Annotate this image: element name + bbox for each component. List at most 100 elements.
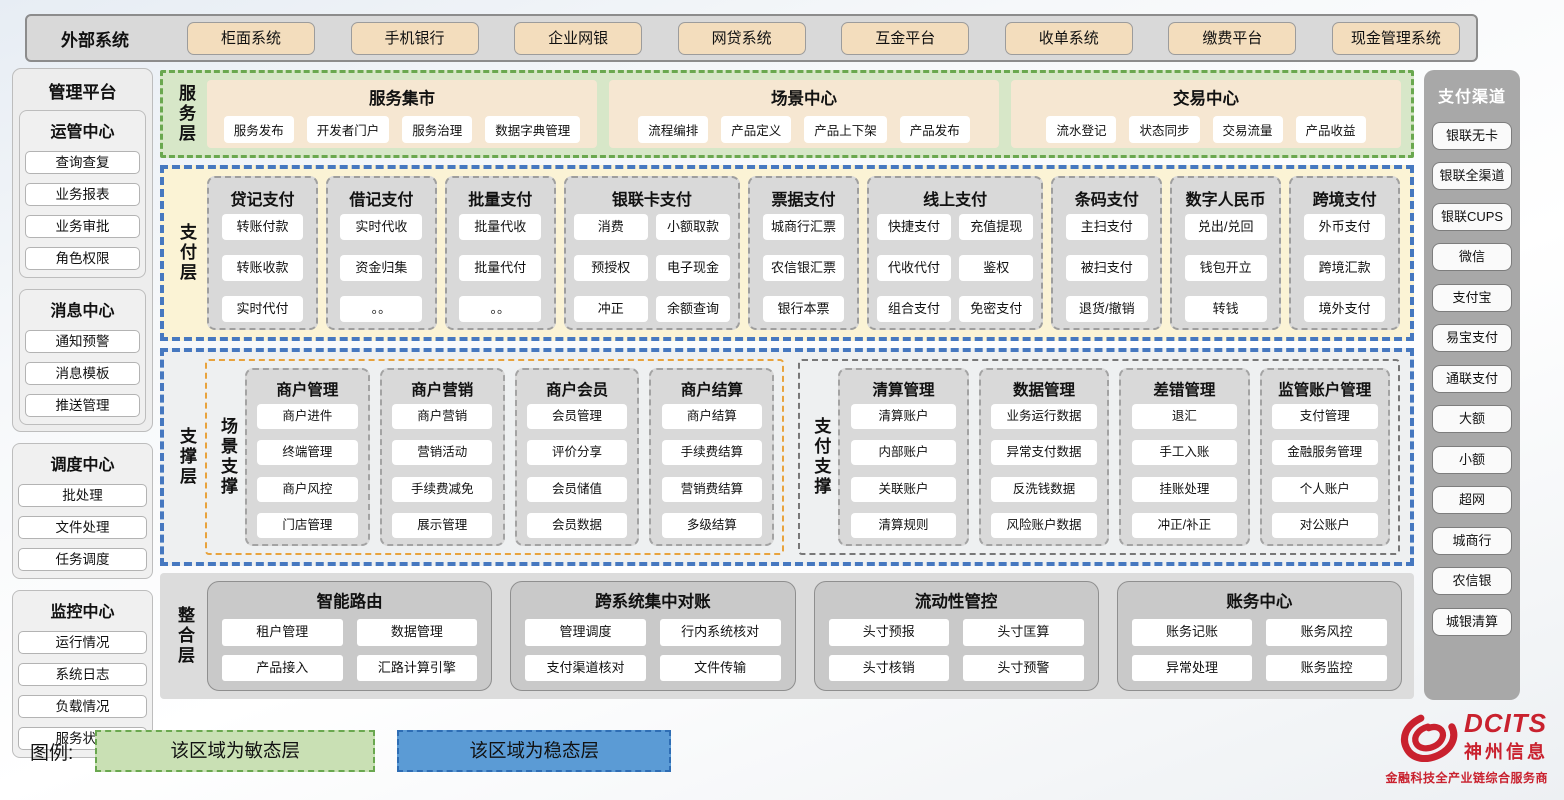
payment-channel-button[interactable]: 城商行 (1432, 526, 1512, 555)
payment-item[interactable]: 组合支付 (876, 296, 952, 322)
integration-item[interactable]: 数据管理 (356, 619, 478, 646)
payment-item[interactable]: 鉴权 (959, 255, 1034, 281)
support-item[interactable]: 展示管理 (392, 512, 493, 538)
support-item[interactable]: 手续费减免 (392, 476, 493, 502)
external-system-button[interactable]: 现金管理系统 (1331, 21, 1460, 55)
payment-item[interactable]: 兑出/兑回 (1184, 214, 1267, 240)
integration-item[interactable]: 头寸核销 (828, 654, 950, 681)
support-item[interactable]: 清算账户 (850, 404, 957, 429)
support-item[interactable]: 风险账户数据 (991, 512, 1097, 538)
service-item[interactable]: 产品发布 (899, 116, 970, 143)
integration-item[interactable]: 管理调度 (525, 619, 646, 646)
payment-channel-button[interactable]: 微信 (1432, 243, 1512, 271)
payment-item[interactable]: 外币支付 (1303, 214, 1386, 240)
service-item[interactable]: 流水登记 (1046, 116, 1117, 143)
external-system-button[interactable]: 网贷系统 (677, 21, 806, 55)
payment-item[interactable]: 批量代付 (459, 255, 542, 281)
integration-item[interactable]: 汇路计算引擎 (356, 654, 478, 681)
payment-item[interactable]: 实时代收 (340, 214, 423, 240)
integration-item[interactable]: 账务监控 (1266, 654, 1387, 681)
integration-item[interactable]: 头寸预报 (828, 619, 950, 646)
external-system-button[interactable]: 柜面系统 (187, 21, 315, 55)
sidebar-item[interactable]: 业务报表 (25, 183, 140, 206)
integration-item[interactable]: 异常处理 (1131, 654, 1253, 681)
sidebar-item[interactable]: 推送管理 (25, 394, 140, 417)
support-item[interactable]: 关联账户 (850, 476, 957, 502)
support-item[interactable]: 门店管理 (257, 512, 358, 538)
payment-item[interactable]: 批量代收 (459, 214, 542, 240)
external-system-button[interactable]: 手机银行 (350, 21, 479, 55)
service-item[interactable]: 交易流量 (1212, 116, 1283, 143)
sidebar-item[interactable]: 查询查复 (25, 151, 140, 174)
sidebar-item[interactable]: 负载情况 (18, 695, 147, 718)
payment-channel-button[interactable]: 支付宝 (1432, 283, 1512, 312)
payment-item[interactable]: 农信银汇票 (762, 255, 845, 281)
service-item[interactable]: 产品定义 (721, 116, 792, 143)
payment-item[interactable]: 被扫支付 (1065, 255, 1148, 281)
integration-item[interactable]: 文件传输 (659, 654, 781, 681)
payment-item[interactable]: 转账付款 (221, 214, 304, 240)
sidebar-item[interactable]: 角色权限 (25, 247, 140, 270)
service-item[interactable]: 产品收益 (1295, 116, 1366, 143)
payment-item[interactable]: 消费 (573, 214, 648, 240)
payment-item[interactable]: 城商行汇票 (762, 214, 845, 240)
service-item[interactable]: 状态同步 (1129, 116, 1200, 143)
payment-item[interactable]: 代收代付 (876, 255, 952, 281)
support-item[interactable]: 会员储值 (526, 476, 628, 502)
payment-item[interactable]: 充值提现 (959, 214, 1034, 240)
integration-item[interactable]: 支付渠道核对 (525, 654, 646, 681)
payment-channel-button[interactable]: 银联CUPS (1432, 202, 1512, 231)
sidebar-item[interactable]: 通知预警 (25, 330, 140, 353)
service-item[interactable]: 服务治理 (402, 116, 473, 143)
support-item[interactable]: 会员数据 (526, 512, 628, 538)
support-item[interactable]: 手工入账 (1131, 440, 1238, 466)
support-item[interactable]: 终端管理 (257, 440, 358, 466)
support-item[interactable]: 商户营销 (392, 404, 493, 429)
payment-item[interactable]: 境外支付 (1303, 296, 1386, 322)
support-item[interactable]: 商户结算 (661, 404, 763, 429)
sidebar-item[interactable]: 系统日志 (18, 663, 147, 686)
payment-item[interactable]: 。。 (459, 296, 542, 322)
payment-item[interactable]: 冲正 (573, 296, 648, 322)
integration-item[interactable]: 产品接入 (222, 654, 343, 681)
payment-item[interactable]: 退货/撤销 (1065, 296, 1148, 322)
service-item[interactable]: 产品上下架 (804, 116, 887, 143)
support-item[interactable]: 商户进件 (257, 404, 358, 429)
payment-item[interactable]: 主扫支付 (1065, 214, 1148, 240)
support-item[interactable]: 退汇 (1131, 404, 1238, 429)
sidebar-item[interactable]: 消息模板 (25, 362, 140, 385)
external-system-button[interactable]: 收单系统 (1004, 21, 1133, 55)
support-item[interactable]: 内部账户 (850, 440, 957, 466)
service-item[interactable]: 流程编排 (638, 116, 709, 143)
integration-item[interactable]: 头寸匡算 (963, 619, 1084, 646)
support-item[interactable]: 营销活动 (392, 440, 493, 466)
support-item[interactable]: 商户风控 (257, 476, 358, 502)
integration-item[interactable]: 账务风控 (1266, 619, 1387, 646)
payment-channel-button[interactable]: 银联全渠道 (1432, 162, 1512, 190)
sidebar-item[interactable]: 任务调度 (18, 548, 147, 571)
payment-item[interactable]: 小额取款 (655, 214, 731, 240)
payment-channel-button[interactable]: 农信银 (1432, 567, 1512, 595)
payment-item[interactable]: 实时代付 (221, 296, 304, 322)
integration-item[interactable]: 租户管理 (222, 619, 343, 646)
integration-item[interactable]: 头寸预警 (963, 654, 1084, 681)
payment-channel-button[interactable]: 超网 (1432, 486, 1512, 514)
payment-channel-button[interactable]: 银联无卡 (1432, 121, 1512, 150)
support-item[interactable]: 反洗钱数据 (991, 476, 1097, 502)
support-item[interactable]: 异常支付数据 (991, 440, 1097, 466)
support-item[interactable]: 会员管理 (526, 404, 628, 429)
payment-item[interactable]: 银行本票 (762, 296, 845, 322)
support-item[interactable]: 评价分享 (526, 440, 628, 466)
support-item[interactable]: 支付管理 (1271, 404, 1378, 429)
support-item[interactable]: 清算规则 (850, 512, 957, 538)
integration-item[interactable]: 账务记账 (1131, 619, 1253, 646)
payment-item[interactable]: 跨境汇款 (1303, 255, 1386, 281)
payment-channel-button[interactable]: 城银清算 (1432, 607, 1512, 636)
payment-item[interactable]: 余额查询 (655, 296, 731, 322)
payment-channel-button[interactable]: 易宝支付 (1432, 324, 1512, 352)
payment-channel-button[interactable]: 通联支付 (1432, 364, 1512, 393)
payment-item[interactable]: 快捷支付 (876, 214, 952, 240)
external-system-button[interactable]: 互金平台 (841, 21, 970, 55)
payment-item[interactable]: 转钱 (1184, 296, 1267, 322)
external-system-button[interactable]: 企业网银 (514, 21, 643, 55)
